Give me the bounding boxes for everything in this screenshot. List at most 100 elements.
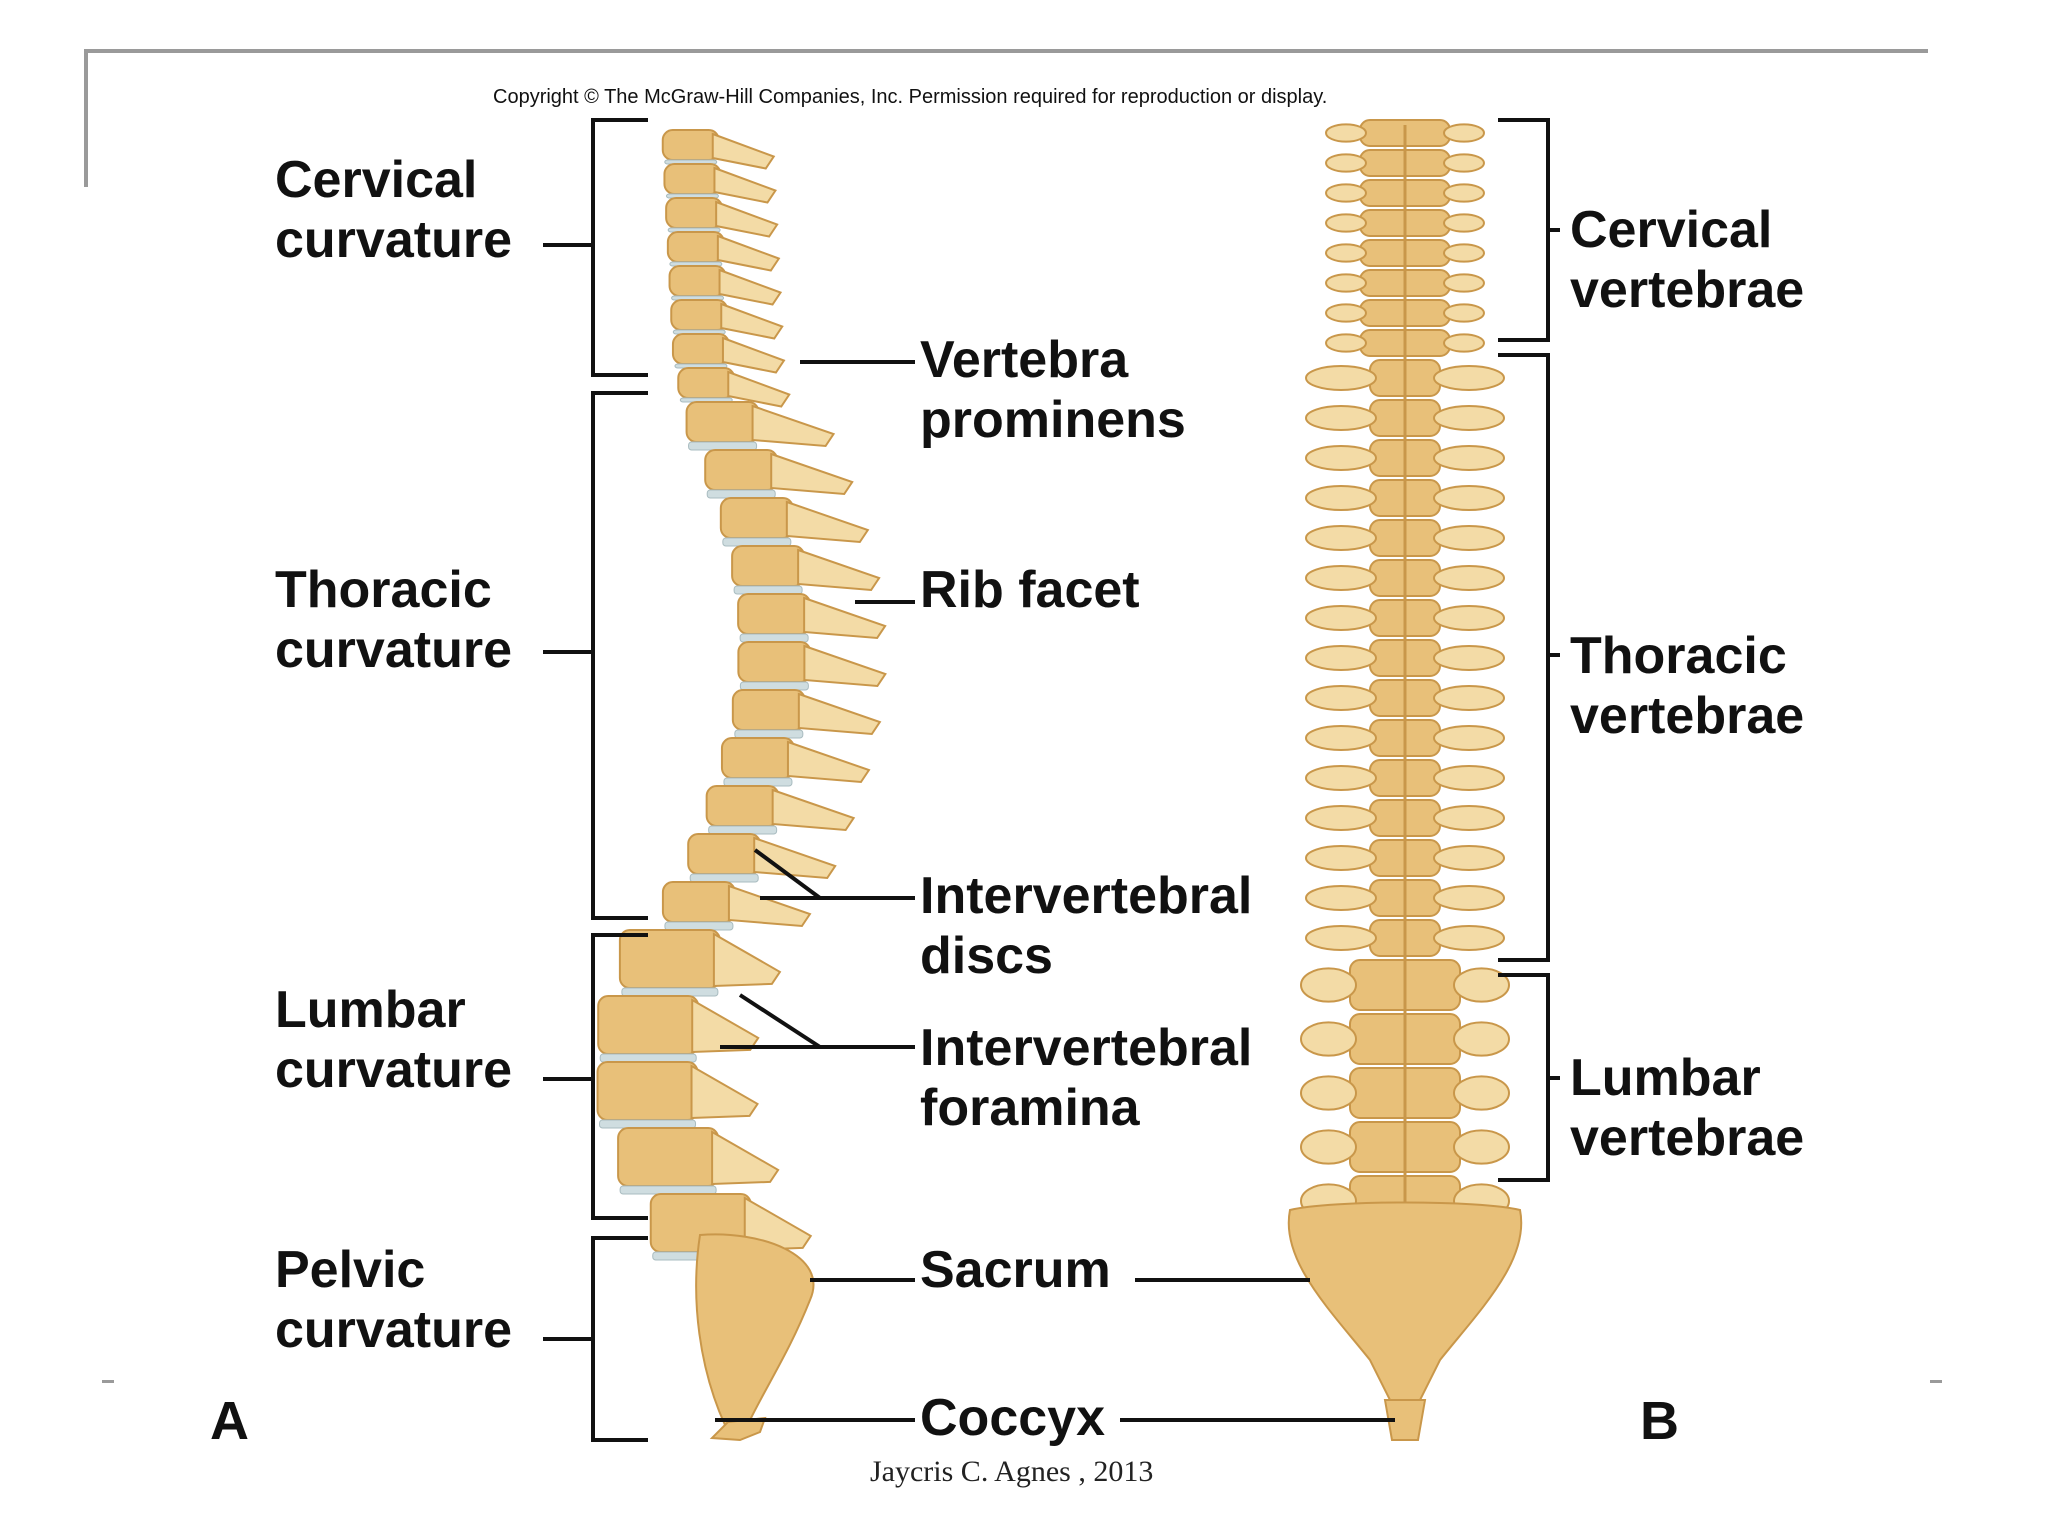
transverse-process	[1433, 525, 1505, 551]
label-line: Coccyx	[920, 1389, 1105, 1447]
vertebral-body	[661, 881, 736, 923]
panel-letter-a: A	[210, 1391, 249, 1451]
transverse-process	[1305, 605, 1377, 631]
transverse-process	[1433, 645, 1505, 671]
transverse-process	[1305, 445, 1377, 471]
vertebral-body	[618, 929, 721, 989]
label-line: curvature	[275, 211, 512, 269]
frame-left-tick	[102, 1380, 114, 1383]
intervertebral-disc	[734, 729, 804, 739]
transverse-process	[1305, 565, 1377, 591]
transverse-process	[1443, 153, 1485, 173]
vertebral-body	[737, 593, 812, 635]
spinous-process	[715, 200, 779, 238]
transverse-process	[1453, 1129, 1510, 1165]
transverse-process	[1433, 765, 1505, 791]
vertebral-body	[617, 1127, 720, 1187]
spinous-process	[751, 404, 836, 448]
label-rib-facet: Rib facet	[920, 560, 1140, 620]
transverse-process	[1453, 1021, 1510, 1057]
transverse-process	[1305, 925, 1377, 951]
label-line: curvature	[275, 1041, 512, 1099]
spinous-process	[727, 884, 812, 928]
spinous-process	[716, 234, 781, 272]
transverse-process	[1305, 365, 1377, 391]
transverse-process	[1325, 243, 1367, 263]
spinous-process	[753, 836, 837, 880]
vertebral-body	[731, 545, 806, 587]
intervertebral-disc	[739, 633, 809, 643]
label-line: Intervertebral	[920, 867, 1253, 925]
spinous-process	[713, 166, 777, 204]
transverse-process	[1305, 645, 1377, 671]
footer-credit: Jaycris C. Agnes , 2013	[870, 1455, 1154, 1488]
vertebral-body	[705, 785, 780, 827]
transverse-process	[1305, 885, 1377, 911]
transverse-process	[1433, 605, 1505, 631]
spinous-process	[785, 500, 870, 544]
vertebral-body	[671, 333, 730, 365]
spinous-process	[770, 452, 854, 496]
intervertebral-disc	[599, 1053, 697, 1063]
label-line: Lumbar	[1570, 1049, 1761, 1107]
intervertebral-disc	[708, 825, 778, 835]
spinous-process	[797, 548, 881, 592]
transverse-process	[1300, 1021, 1357, 1057]
label-line: Cervical	[275, 151, 478, 209]
transverse-process	[1325, 213, 1367, 233]
label-line: Intervertebral	[920, 1019, 1253, 1077]
spinous-process	[718, 268, 783, 306]
spinous-process	[711, 1130, 780, 1186]
leader-intervertebral-foramina-b	[738, 993, 822, 1049]
transverse-process	[1305, 845, 1377, 871]
label-line: discs	[920, 927, 1053, 985]
frame-right-tick	[1930, 1380, 1942, 1383]
spinous-process	[803, 596, 887, 640]
transverse-process	[1305, 485, 1377, 511]
transverse-process	[1433, 445, 1505, 471]
transverse-process	[1443, 183, 1485, 203]
panel-letter-b: B	[1640, 1391, 1679, 1451]
transverse-process	[1433, 405, 1505, 431]
label-line: Rib facet	[920, 561, 1140, 619]
bracket-pelvic-curvature	[591, 1236, 648, 1442]
label-intervertebral-foramina: Intervertebral foramina	[920, 1018, 1252, 1138]
transverse-process	[1443, 303, 1485, 323]
spinous-process	[690, 1064, 759, 1120]
spinous-process	[711, 132, 776, 170]
vertebral-body	[719, 497, 794, 539]
transverse-process	[1453, 967, 1510, 1003]
bracket-lumbar-curvature	[591, 933, 648, 1220]
transverse-process	[1305, 405, 1377, 431]
transverse-process	[1453, 1075, 1510, 1111]
transverse-process	[1325, 273, 1367, 293]
transverse-process	[1325, 123, 1367, 143]
label-sacrum: Sacrum	[920, 1240, 1111, 1300]
copyright-notice: Copyright © The McGraw-Hill Companies, I…	[493, 86, 1328, 108]
transverse-process	[1433, 485, 1505, 511]
frame-top-line	[84, 49, 1928, 53]
transverse-process	[1305, 685, 1377, 711]
vertebral-body	[731, 689, 806, 731]
transverse-process	[1305, 765, 1377, 791]
label-line: Cervical	[1570, 201, 1773, 259]
sacrum	[695, 1233, 815, 1427]
transverse-process	[1433, 365, 1505, 391]
vertebral-body	[596, 1061, 699, 1121]
spinous-process	[712, 932, 782, 988]
bracket-cervical-curvature	[591, 118, 648, 377]
transverse-process	[1443, 273, 1485, 293]
vertebral-body	[687, 833, 762, 875]
label-line: Vertebra	[920, 331, 1129, 389]
label-pelvic-curvature: Pelvic curvature	[275, 1240, 512, 1360]
transverse-process	[1433, 805, 1505, 831]
label-line: curvature	[275, 1301, 512, 1359]
coccyx-posterior	[1383, 1399, 1427, 1441]
transverse-process	[1443, 123, 1485, 143]
transverse-process	[1443, 333, 1485, 353]
intervertebral-disc	[619, 1185, 717, 1195]
bracket-thoracic-curvature	[591, 391, 648, 920]
transverse-process	[1325, 333, 1367, 353]
vertebral-body	[737, 641, 812, 683]
